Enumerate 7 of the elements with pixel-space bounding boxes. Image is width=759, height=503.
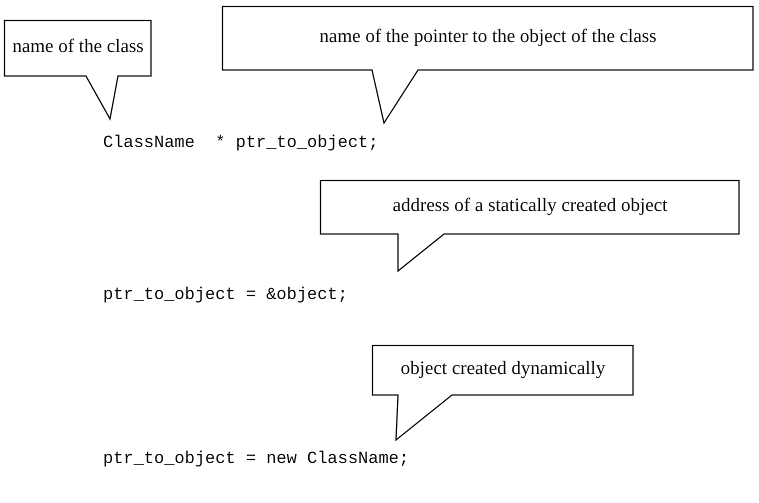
callout-text: name of the pointer to the object of the class — [318, 26, 658, 48]
callout-text: object created dynamically — [400, 358, 606, 380]
code-line: ClassName * ptr_to_object; — [103, 134, 378, 153]
code-line: ptr_to_object = new ClassName; — [103, 450, 410, 469]
callout-text: address of a statically created object — [392, 195, 668, 217]
callout-text: name of the class — [11, 36, 145, 58]
code-line: ptr_to_object = &object; — [103, 286, 348, 305]
